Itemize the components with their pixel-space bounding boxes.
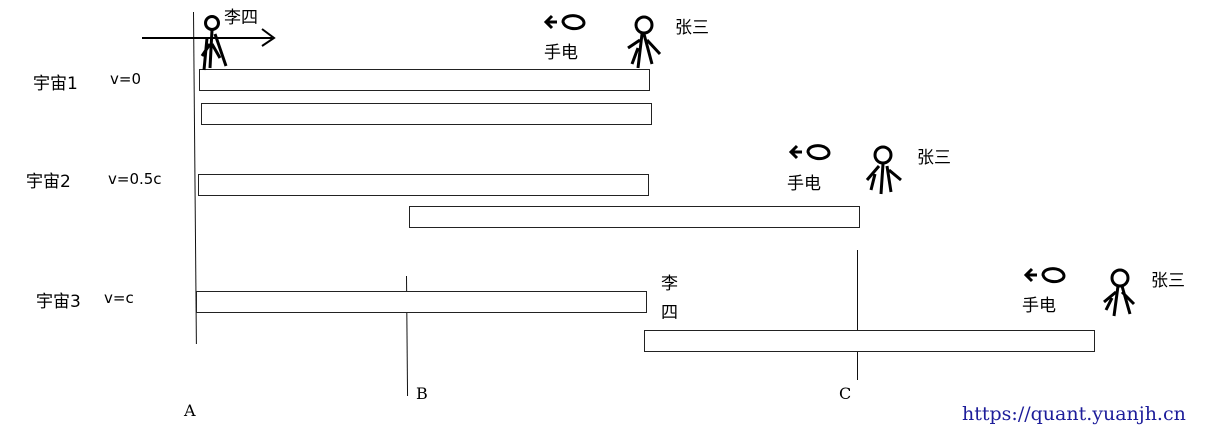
universe-1-velocity: v=0 — [110, 70, 141, 88]
universe-3-velocity: v=c — [104, 289, 134, 307]
universe-1-label: 宇宙1 — [33, 74, 78, 94]
universe-3-label: 宇宙3 — [36, 292, 81, 312]
universe-2-velocity: v=0.5c — [108, 170, 162, 188]
flashlight-label-2: 手电 — [787, 174, 821, 194]
bar-universe1-bottom — [201, 103, 652, 125]
lisi-label-line2: 四 — [661, 303, 678, 323]
lisi-label-top: 李四 — [224, 8, 258, 28]
bar-universe2-top — [198, 174, 649, 196]
flashlight-label-3: 手电 — [1022, 296, 1056, 316]
flashlight-icon-1 — [543, 14, 586, 31]
flashlight-label-1: 手电 — [544, 43, 578, 63]
lisi-stick-figure-icon — [200, 15, 228, 71]
zhangsan-label-3: 张三 — [1151, 271, 1185, 291]
flashlight-icon-3 — [1023, 267, 1066, 284]
zhangsan-label-1: 张三 — [675, 18, 709, 38]
universe-2-label: 宇宙2 — [26, 172, 71, 192]
zhangsan-stick-figure-icon-3 — [1103, 268, 1136, 317]
lisi-label-line1: 李 — [661, 274, 678, 294]
zhangsan-label-2: 张三 — [917, 148, 951, 168]
zhangsan-stick-figure-icon-2 — [865, 145, 902, 195]
line-c — [857, 250, 858, 380]
bar-universe1-top — [199, 69, 650, 91]
flashlight-icon-2 — [788, 144, 831, 161]
bar-universe3-bottom — [644, 330, 1095, 352]
zhangsan-stick-figure-icon-1 — [627, 15, 662, 69]
marker-b: B — [416, 384, 428, 403]
watermark-url: https://quant.yuanjh.cn — [962, 403, 1186, 425]
bar-universe3-top — [196, 291, 647, 313]
marker-a: A — [184, 401, 196, 420]
bar-universe2-bottom — [409, 206, 860, 228]
marker-c: C — [839, 384, 852, 403]
